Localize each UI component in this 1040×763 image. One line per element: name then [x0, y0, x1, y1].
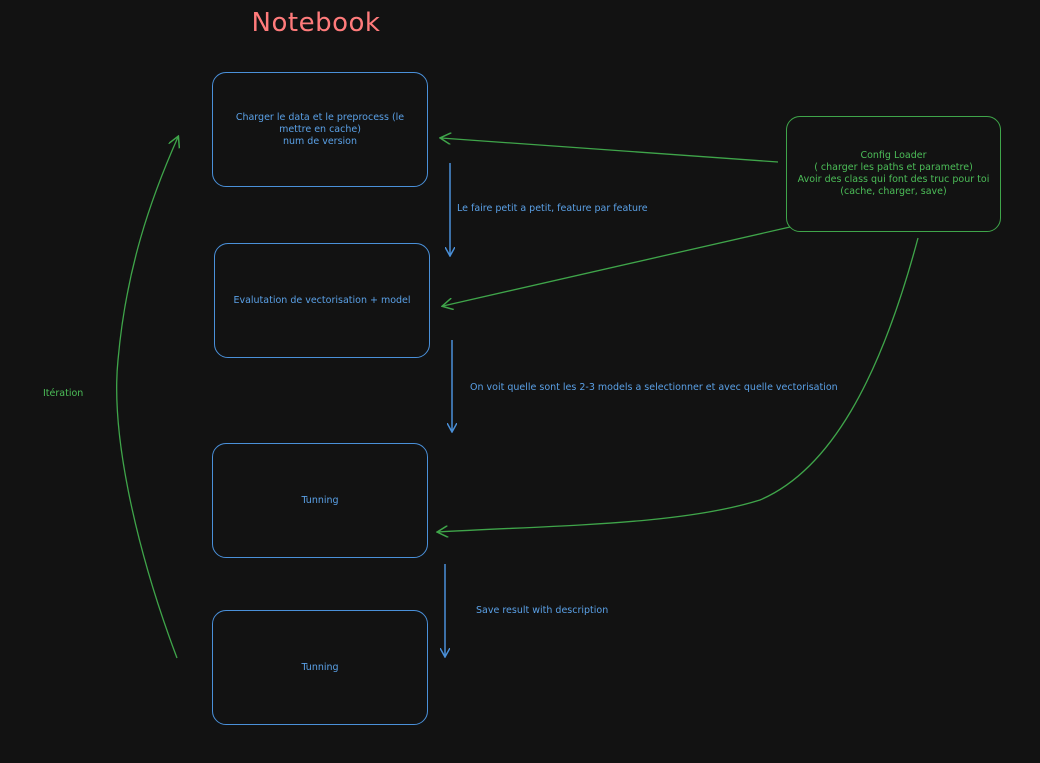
node-tuning-1-label: Tunning — [301, 494, 339, 506]
node-tuning-1: Tunning — [212, 443, 428, 558]
node-config-loader: Config Loader ( charger les paths et par… — [786, 116, 1001, 232]
node-tuning-2: Tunning — [212, 610, 428, 725]
node-load-data-label: Charger le data et le preprocess (le met… — [235, 111, 405, 147]
edge-label-step-1: Le faire petit a petit, feature par feat… — [457, 203, 648, 214]
node-load-data: Charger le data et le preprocess (le met… — [212, 72, 428, 187]
arrow-iteration — [116, 137, 178, 659]
edge-label-step-2: On voit quelle sont les 2-3 models a sel… — [470, 382, 838, 393]
edge-label-iteration: Itération — [43, 388, 84, 399]
edge-label-step-3: Save result with description — [476, 605, 609, 616]
arrow-config-to-tuning — [438, 237, 919, 532]
arrow-config-to-load — [441, 138, 779, 163]
node-evaluation: Evalutation de vectorisation + model — [214, 243, 430, 358]
node-tuning-2-label: Tunning — [301, 661, 339, 673]
node-evaluation-label: Evalutation de vectorisation + model — [233, 294, 411, 306]
diagram-title: Notebook — [251, 8, 381, 38]
node-config-loader-label: Config Loader ( charger les paths et par… — [797, 150, 990, 197]
arrow-config-to-eval — [443, 226, 791, 306]
